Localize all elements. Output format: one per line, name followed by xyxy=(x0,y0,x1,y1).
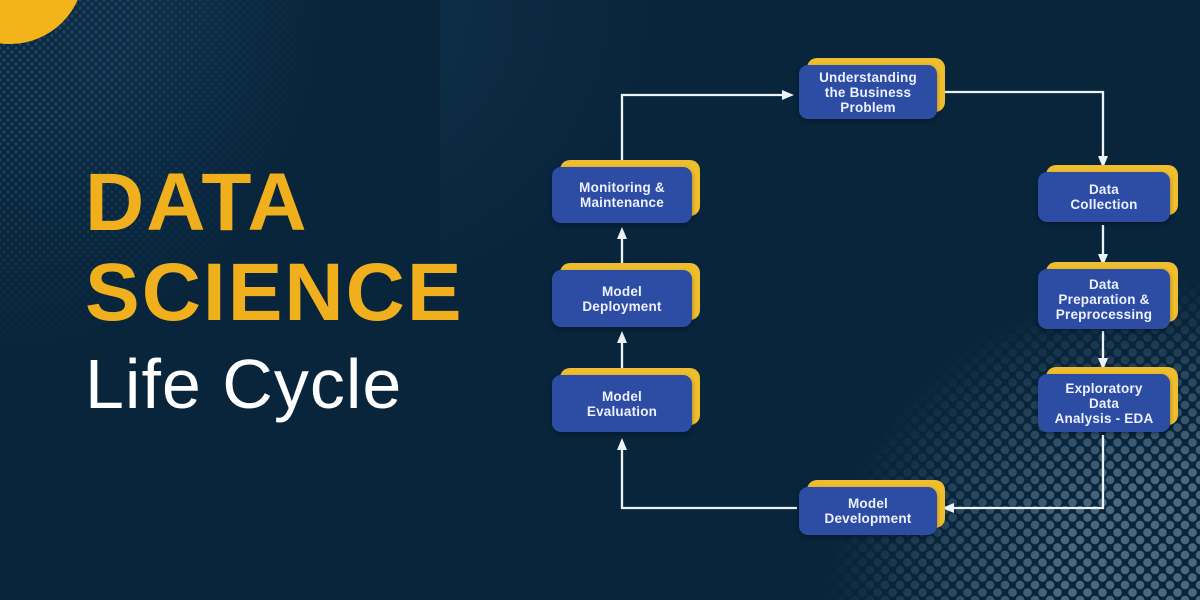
node-data-collection: Data Collection xyxy=(1038,165,1178,222)
connector-eda-to-model-development xyxy=(942,435,1105,513)
node-box: Model Deployment xyxy=(552,270,692,327)
node-label: Model Deployment xyxy=(582,283,662,314)
title-block: DATA SCIENCE Life Cycle xyxy=(85,158,464,430)
node-box: Data Preparation & Preprocessing xyxy=(1038,269,1170,329)
node-model-development: Model Development xyxy=(799,480,945,535)
subtitle: Life Cycle xyxy=(85,345,403,423)
node-box: Exploratory Data Analysis - EDA xyxy=(1038,374,1170,432)
node-label: Model Evaluation xyxy=(586,388,658,419)
node-model-deployment: Model Deployment xyxy=(552,263,700,327)
node-model-evaluation: Model Evaluation xyxy=(552,368,700,432)
halftone-dots-top-left xyxy=(0,0,440,480)
title-line-1: DATA xyxy=(85,157,309,248)
node-label: Monitoring & Maintenance xyxy=(579,180,665,210)
node-exploratory-data-analysis-eda: Exploratory Data Analysis - EDA xyxy=(1038,367,1178,432)
node-box: Model Development xyxy=(799,487,937,535)
node-box: Data Collection xyxy=(1038,172,1170,222)
node-label: Model Development xyxy=(824,496,912,526)
node-understanding-the-business-problem: Understanding the Business Problem xyxy=(799,58,945,119)
node-label: Exploratory Data Analysis - EDA xyxy=(1054,380,1154,426)
title-line-2: SCIENCE xyxy=(85,247,464,338)
node-box: Understanding the Business Problem xyxy=(799,65,937,119)
connector-model-development-to-model-evaluation xyxy=(617,438,797,510)
connector-understanding-to-data-collection xyxy=(939,90,1108,168)
node-box: Model Evaluation xyxy=(552,375,692,432)
node-data-preparation-and-preprocessing: Data Preparation & Preprocessing xyxy=(1038,262,1178,329)
node-label: Data Preparation & Preprocessing xyxy=(1055,276,1153,322)
node-label: Understanding the Business Problem xyxy=(819,69,917,115)
node-box: Monitoring & Maintenance xyxy=(552,167,692,223)
node-monitoring-and-maintenance: Monitoring & Maintenance xyxy=(552,160,700,223)
connector-monitoring-to-understanding xyxy=(620,90,794,167)
node-label: Data Collection xyxy=(1070,182,1138,212)
